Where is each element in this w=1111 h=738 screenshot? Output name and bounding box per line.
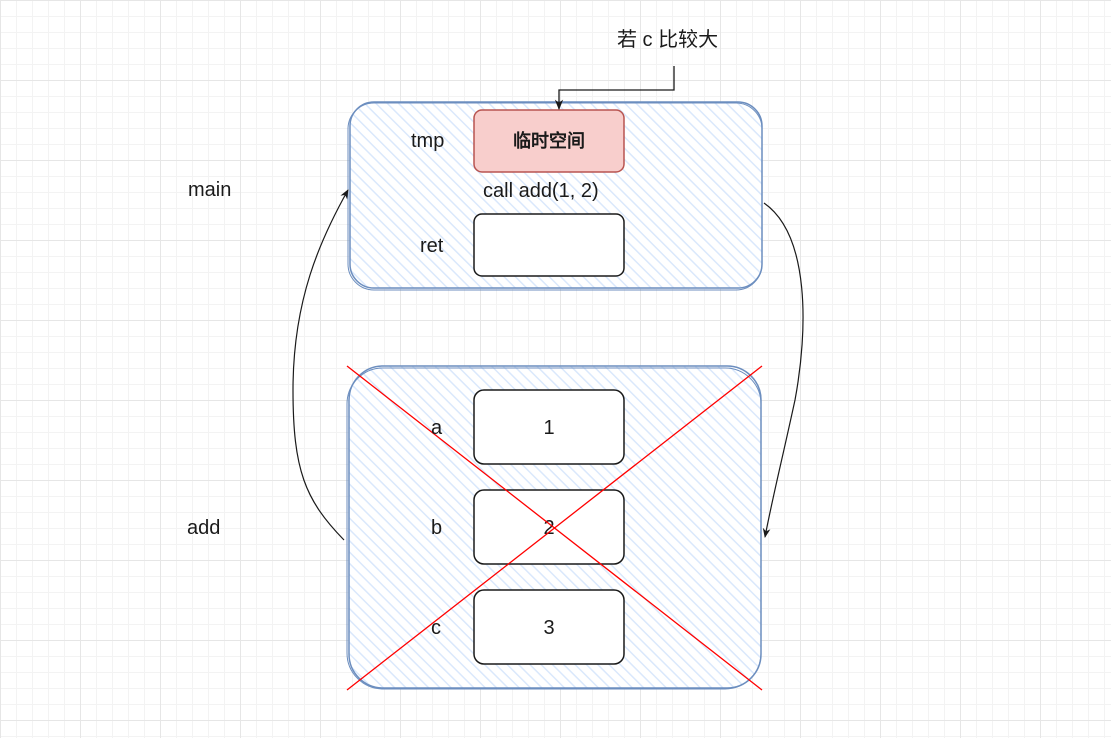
destroyed-cross — [346, 365, 763, 691]
ret-label: ret — [420, 235, 444, 257]
var-a-label: a — [431, 417, 443, 439]
var-b-value: 2 — [543, 517, 554, 539]
var-cell-a: 1 — [473, 389, 625, 465]
call-arrow — [762, 202, 804, 538]
annotation-arrow — [554, 66, 675, 111]
var-cell-b: 2 — [473, 489, 625, 565]
tmp-label: tmp — [411, 130, 445, 152]
call-text: call add(1, 2) — [483, 180, 599, 202]
temp-space-text: 临时空间 — [513, 130, 585, 151]
return-arrow — [292, 189, 349, 541]
var-cell-c: 3 — [473, 589, 625, 665]
temp-space-cell: 临时空间 — [473, 109, 625, 173]
main-frame-label: main — [188, 179, 232, 201]
var-c-label: c — [431, 617, 441, 639]
var-b-label: b — [431, 517, 443, 539]
var-c-value: 3 — [543, 617, 554, 639]
add-frame-label: add — [187, 517, 221, 539]
var-a-value: 1 — [543, 417, 554, 439]
annotation-label: 若 c 比较大 — [617, 29, 719, 51]
ret-cell — [473, 213, 625, 277]
